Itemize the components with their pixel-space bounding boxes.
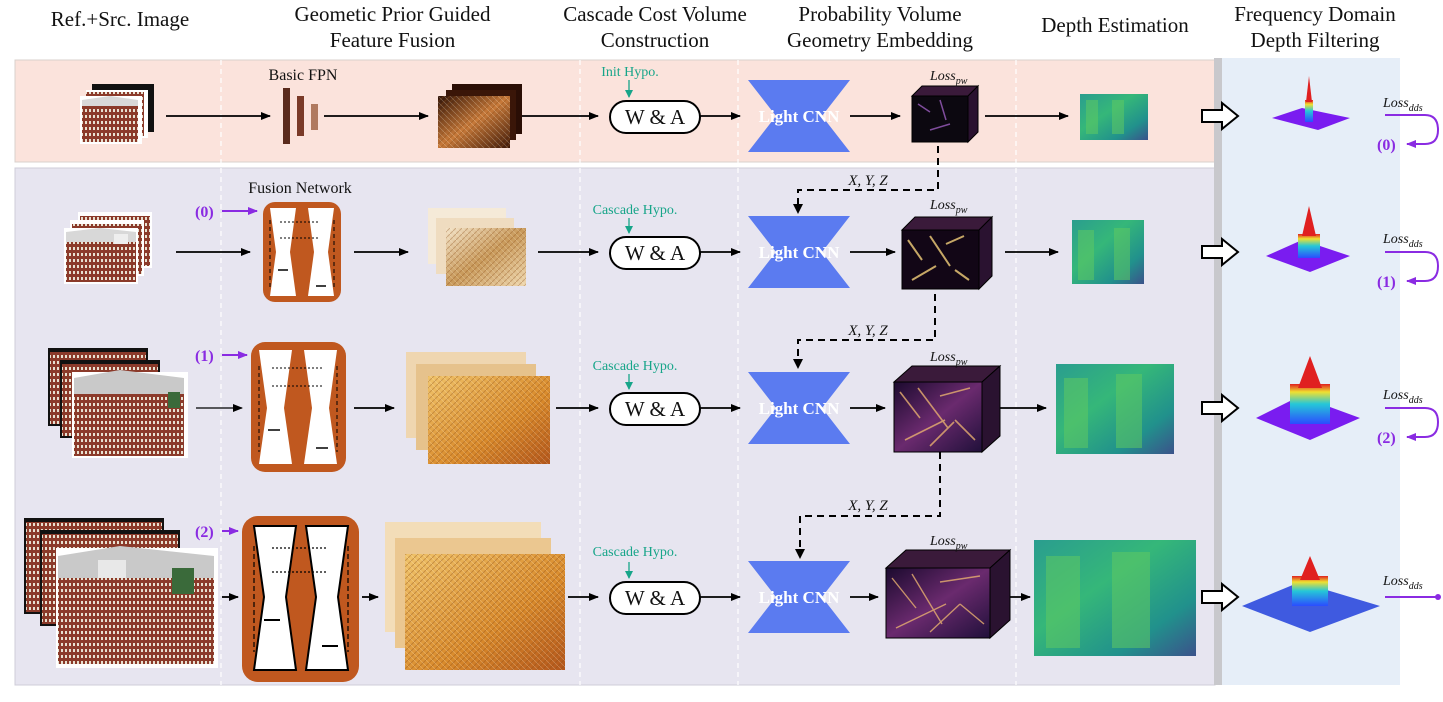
loss-pw-label-0: Losspw (929, 69, 968, 87)
cascade-hypo-label-3: Cascade Hypo. (593, 545, 678, 560)
light-cnn-label-3: Light CNN (759, 588, 840, 607)
stage-marker-2-output: (2) (1377, 430, 1396, 447)
init-hypo-label: Init Hypo. (601, 65, 659, 80)
loss-dds-label-3: Lossdds (1382, 574, 1423, 592)
basic-fpn-label: Basic FPN (269, 67, 338, 84)
loss-pw-label-2: Losspw (929, 350, 968, 368)
loss-dds-label-2: Lossdds (1382, 388, 1423, 406)
wa-label-1: W & A (625, 241, 686, 265)
loss-pw-label-3: Losspw (929, 534, 968, 552)
light-cnn-label-1: Light CNN (759, 243, 840, 262)
stage-marker-0-output: (0) (1377, 137, 1396, 154)
stage-marker-1-input: (1) (195, 348, 214, 365)
xyz-label-2: X, Y, Z (847, 498, 888, 514)
header-ref-src-image: Ref.+Src. Image (50, 7, 190, 31)
row-3 (24, 516, 1441, 682)
stage-marker-2-input: (2) (195, 524, 214, 541)
row-0 (80, 76, 1440, 152)
xyz-label-1: X, Y, Z (847, 323, 888, 339)
loss-pw-label-1: Losspw (929, 198, 968, 216)
row-1 (64, 202, 1440, 302)
stage-marker-1-output: (1) (1377, 274, 1396, 291)
row-2 (48, 342, 1440, 472)
cascade-hypo-label-2: Cascade Hypo. (593, 359, 678, 374)
cascade-hypo-label-1: Cascade Hypo. (593, 203, 678, 218)
stage-marker-0-input: (0) (195, 204, 214, 221)
header-depth-estimation: Depth Estimation (1041, 13, 1189, 37)
wa-label-3: W & A (625, 586, 686, 610)
light-cnn-label-0: Light CNN (759, 107, 840, 126)
loss-dds-label-1: Lossdds (1382, 232, 1423, 250)
wa-label-0: W & A (625, 105, 686, 129)
light-cnn-label-2: Light CNN (759, 399, 840, 418)
loss-dds-label-0: Lossdds (1382, 96, 1423, 114)
fusion-network-label: Fusion Network (248, 180, 352, 197)
xyz-label-0: X, Y, Z (847, 173, 888, 189)
wa-label-2: W & A (625, 397, 686, 421)
